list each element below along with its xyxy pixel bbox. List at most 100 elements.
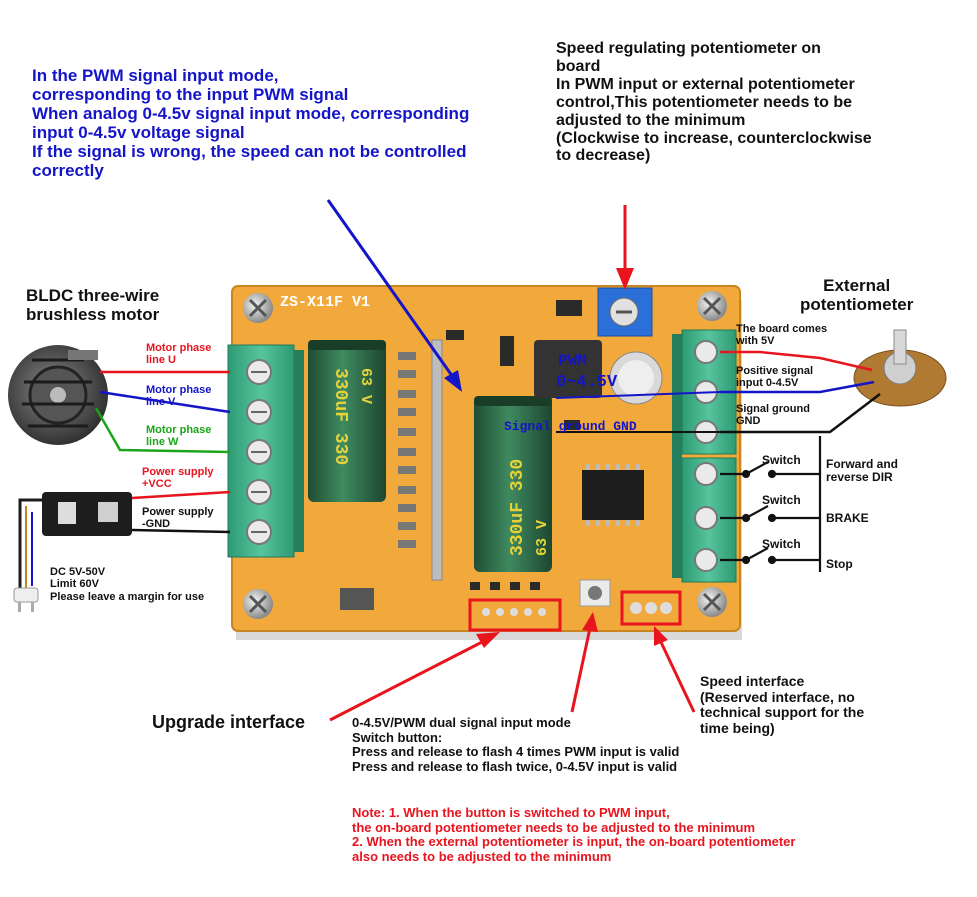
mosfet-pins: [398, 352, 416, 548]
left-terminal-block: [227, 344, 304, 558]
smd-components: [340, 300, 582, 610]
dir-label: Forward and reverse DIR: [826, 457, 899, 485]
stop-label: Stop: [826, 557, 853, 571]
top-left-note-line: input 0-4.5v voltage signal: [32, 123, 245, 143]
board-5v-label: The board comes with 5V: [736, 323, 827, 348]
top-right-note-line: to decrease): [556, 147, 651, 165]
external-pot-title-line: potentiometer: [800, 295, 914, 315]
pwm-marking: PWM: [558, 352, 587, 370]
power-vcc-line: Power supply: [142, 466, 214, 478]
power-gnd-line: Power supply: [142, 506, 214, 518]
power-supply-image: [13, 492, 132, 612]
speed-pads: [620, 590, 682, 626]
dir-label-line: Forward and: [826, 457, 899, 471]
power-vcc-label: Power supply +VCC: [142, 466, 214, 491]
positive-signal-line: Positive signal: [736, 365, 814, 377]
motor-title: BLDC three-wire brushless motor: [26, 286, 159, 324]
motor-wires: [94, 370, 231, 454]
motor-phase-u-label: Motor phase line U: [146, 342, 211, 367]
external-pot-title-line: External: [823, 276, 891, 295]
bottom-note-line: Note: 1. When the button is switched to …: [352, 805, 670, 820]
speed-interface-line: (Reserved interface, no: [700, 688, 855, 705]
motor-phase-w-label: Motor phase line W: [146, 424, 211, 449]
top-right-note-line: (Clockwise to increase, counterclockwise: [556, 129, 872, 147]
positive-signal-label: Positive signal input 0-4.5V: [736, 365, 813, 390]
board-model-label: ZS-X11F V1: [280, 294, 370, 311]
top-right-note-line: board: [556, 57, 601, 75]
annotation-arrows: [326, 199, 696, 722]
range-marking: 0~4.5V: [556, 373, 618, 392]
mosfet-heatsink-bar: [431, 339, 443, 581]
signal-ground-line: Signal ground: [736, 403, 810, 415]
button-note-line: Press and release to flash twice, 0-4.5V…: [352, 758, 678, 774]
bottom-note-line: also needs to be adjusted to the minimum: [352, 848, 612, 864]
external-pot-title: External potentiometer: [800, 276, 913, 314]
pcb-markings: ZS-X11F V1 PWM 0~4.5V Signal ground GND …: [280, 294, 637, 556]
top-left-note-line: In the PWM signal input mode,: [32, 66, 279, 85]
button-note-line: Press and release to flash 4 times PWM i…: [352, 744, 680, 760]
switch-stop-label: Switch: [762, 537, 801, 551]
top-left-note-line: corresponding to the input PWM signal: [32, 85, 349, 105]
speed-interface-note: Speed interface (Reserved interface, no …: [700, 673, 865, 737]
controller-chip: [582, 464, 644, 526]
capacitor-center: [474, 396, 552, 572]
top-right-note: Speed regulating potentiometer on board …: [556, 40, 872, 165]
speed-interface-line: time being): [700, 720, 775, 737]
top-right-note-line: adjusted to the minimum: [556, 111, 746, 129]
motor-phase-u-line: line U: [146, 354, 176, 367]
motor-phase-w-line: Motor phase: [146, 424, 212, 436]
capacitor-center-marking: 330uF 330: [508, 459, 528, 556]
capacitor-left-voltage: 63 V: [357, 368, 374, 404]
motor-phase-v-line: Motor phase: [146, 384, 212, 396]
board-5v-line: with 5V: [736, 335, 775, 348]
motor-title-line: brushless motor: [26, 305, 160, 325]
top-right-note-line: Speed regulating potentiometer on: [556, 40, 821, 57]
capacitor-left-marking: 330uF 330: [330, 368, 350, 465]
upgrade-interface-label: Upgrade interface: [152, 712, 306, 732]
bottom-note-line: 2. When the external potentiometer is in…: [352, 834, 796, 850]
external-pot-wires: [720, 350, 881, 434]
motor-phase-v-line: line V: [146, 396, 176, 409]
top-left-note: In the PWM signal input mode, correspond…: [32, 66, 469, 180]
top-right-note-line: control,This potentiometer needs to be: [556, 93, 853, 111]
top-left-note-line: correctly: [32, 161, 104, 181]
signal-ground-label: Signal ground GND: [736, 403, 810, 428]
motor-title-line: BLDC three-wire: [26, 286, 160, 305]
signal-ground-line: GND: [736, 415, 761, 428]
top-right-note-line: In PWM input or external potentiometer: [556, 75, 855, 93]
bldc-motor-image: [8, 345, 108, 445]
dc-note-line: DC 5V-50V: [50, 566, 106, 578]
board-screws: [243, 291, 727, 619]
motor-phase-u-line: Motor phase: [146, 342, 212, 354]
motor-phase-v-label: Motor phase line V: [146, 384, 211, 409]
button-note-line: 0-4.5V/PWM dual signal input mode: [352, 715, 571, 730]
bottom-note: Note: 1. When the button is switched to …: [352, 805, 796, 864]
capacitor-center-voltage: 63 V: [534, 520, 551, 556]
speed-interface-line: technical support for the: [700, 704, 865, 721]
inductor: [534, 340, 602, 398]
board-5v-line: The board comes: [736, 323, 828, 335]
switch-wiring: [720, 436, 822, 572]
power-wires: [131, 490, 231, 534]
dir-label-line: reverse DIR: [826, 470, 893, 485]
button-note: 0-4.5V/PWM dual signal input mode Switch…: [352, 715, 680, 774]
signal-ground-marking: Signal ground GND: [504, 419, 637, 434]
dc-note: DC 5V-50V Limit 60V Please leave a margi…: [50, 566, 204, 603]
positive-signal-line: input 0-4.5V: [736, 377, 799, 390]
power-gnd-label: Power supply -GND: [142, 506, 214, 531]
top-left-note-line: If the signal is wrong, the speed can no…: [32, 142, 467, 162]
capacitor-left: [308, 340, 386, 502]
external-potentiometer-image: [853, 329, 947, 407]
power-vcc-line: +VCC: [142, 478, 172, 491]
switch-dir-label: Switch: [762, 453, 801, 467]
mode-switch-button: [579, 579, 611, 607]
dc-note-line: Limit 60V: [50, 578, 99, 591]
dc-note-line: Please leave a margin for use: [50, 590, 205, 603]
top-left-note-line: When analog 0-4.5v signal input mode, co…: [32, 104, 470, 124]
button-note-line: Switch button:: [352, 729, 443, 745]
switch-brake-label: Switch: [762, 493, 801, 507]
brake-label: BRAKE: [826, 511, 869, 525]
signal-wire: [555, 391, 721, 399]
power-gnd-line: -GND: [142, 518, 171, 531]
